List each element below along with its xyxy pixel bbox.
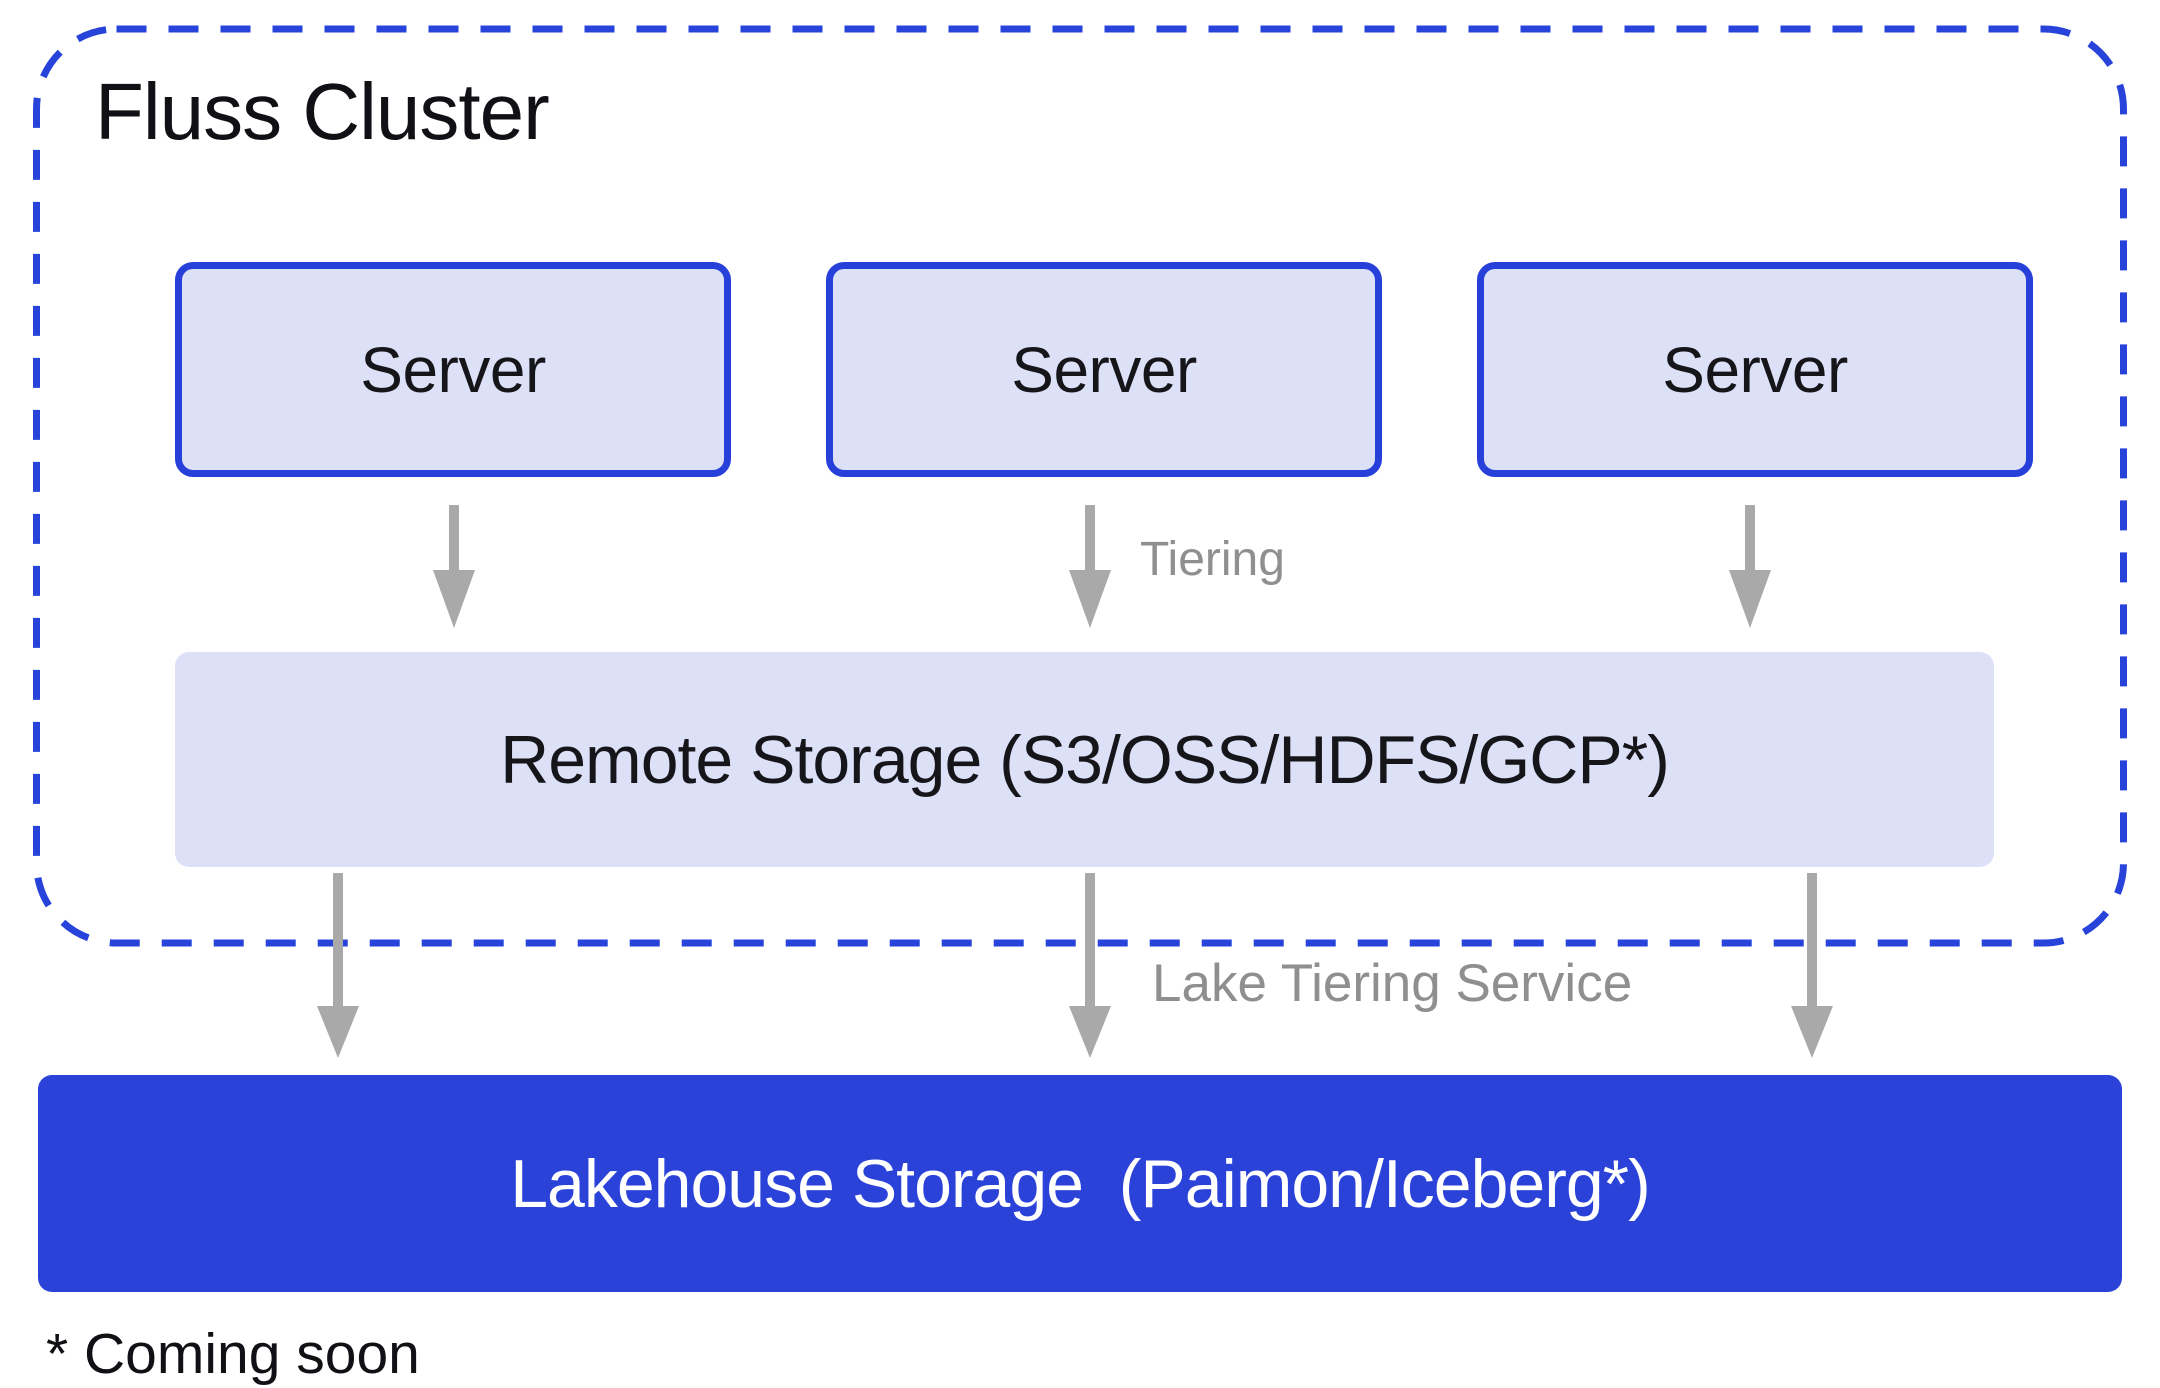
server-box-2: Server bbox=[826, 262, 1382, 477]
arrow-remote-to-lakehouse-1 bbox=[317, 873, 359, 1058]
arrow-server1-to-remote bbox=[433, 505, 475, 628]
cluster-title: Fluss Cluster bbox=[95, 67, 550, 156]
lake-tiering-service-label: Lake Tiering Service bbox=[1152, 954, 1633, 1013]
server-box-2-label: Server bbox=[1011, 333, 1197, 406]
server-box-3: Server bbox=[1477, 262, 2033, 477]
lakehouse-storage-box: Lakehouse Storage (Paimon/Iceberg*) bbox=[38, 1075, 2122, 1292]
server-box-1-label: Server bbox=[360, 333, 546, 406]
coming-soon-footnote: * Coming soon bbox=[46, 1322, 420, 1386]
arrow-server2-to-remote bbox=[1069, 505, 1111, 628]
server-box-3-label: Server bbox=[1662, 333, 1848, 406]
remote-storage-box: Remote Storage (S3/OSS/HDFS/GCP*) bbox=[175, 652, 1994, 867]
arrow-server3-to-remote bbox=[1729, 505, 1771, 628]
tiering-arrow-label: Tiering bbox=[1140, 533, 1285, 586]
cluster-dashed-border bbox=[33, 25, 2127, 947]
arrow-remote-to-lakehouse-3 bbox=[1791, 873, 1833, 1058]
arrow-remote-to-lakehouse-2 bbox=[1069, 873, 1111, 1058]
server-box-1: Server bbox=[175, 262, 731, 477]
remote-storage-label: Remote Storage (S3/OSS/HDFS/GCP*) bbox=[500, 721, 1670, 798]
lakehouse-storage-label: Lakehouse Storage (Paimon/Iceberg*) bbox=[510, 1145, 1651, 1222]
